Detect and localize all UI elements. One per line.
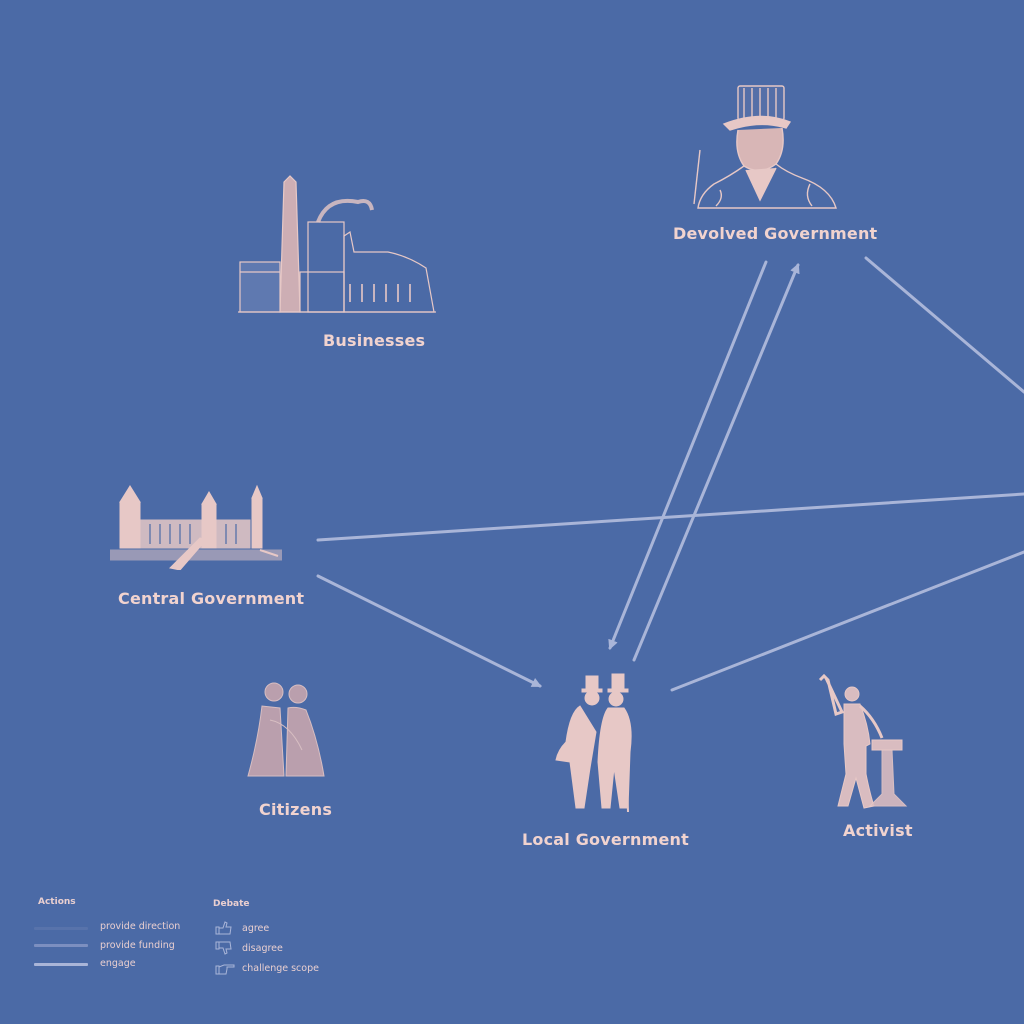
legend-action-direction: provide direction xyxy=(100,921,181,932)
orator-illustration xyxy=(818,674,908,809)
top-hat-man-illustration xyxy=(693,85,837,209)
edge-local-offscreen xyxy=(670,550,1024,692)
legend-action-engage: engage xyxy=(100,958,136,969)
devolved-government-label: Devolved Government xyxy=(673,224,878,243)
activist-label: Activist xyxy=(843,821,913,840)
pointing-hand-icon xyxy=(215,964,235,975)
legend-debate-agree: agree xyxy=(242,923,270,934)
legend-actions-title: Actions xyxy=(38,897,76,907)
legend-action-funding: provide funding xyxy=(100,940,175,951)
legend-line-direction xyxy=(34,927,88,930)
parliament-illustration xyxy=(110,484,282,570)
edge-central-to-local xyxy=(316,574,542,688)
businesses-label: Businesses xyxy=(323,331,426,350)
local-government-label: Local Government xyxy=(522,830,689,849)
thumbs-down-icon xyxy=(215,941,232,955)
legend-debate-disagree: disagree xyxy=(242,943,283,954)
two-gentlemen-illustration xyxy=(555,673,632,813)
edge-local-to-devolved xyxy=(632,263,800,662)
central-government-label: Central Government xyxy=(118,589,305,608)
thumbs-up-icon xyxy=(215,921,232,935)
legend-debate-challenge-scope: challenge scope xyxy=(242,963,319,974)
edge-devolved-offscreen xyxy=(864,256,1024,394)
legend-line-funding xyxy=(34,944,88,947)
citizens-illustration xyxy=(247,682,325,777)
legend-line-engage xyxy=(34,963,88,966)
edge-central-offscreen xyxy=(316,492,1024,542)
legend-debate-title: Debate xyxy=(213,899,250,909)
edge-devolved-to-local xyxy=(608,260,768,650)
factory-illustration xyxy=(238,175,436,313)
citizens-label: Citizens xyxy=(259,800,333,819)
